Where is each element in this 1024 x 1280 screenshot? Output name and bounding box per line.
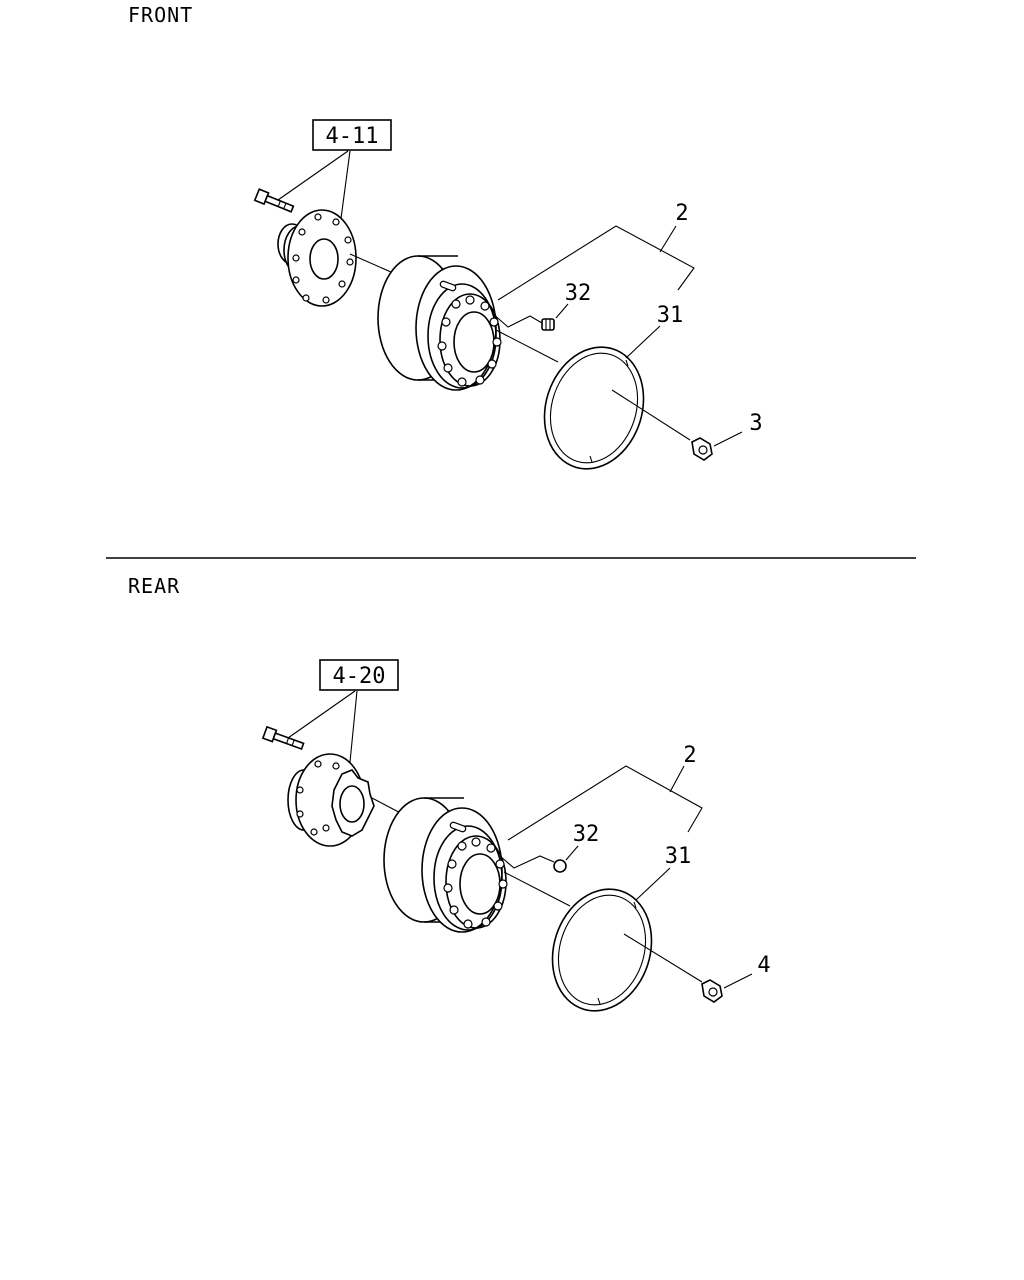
- front-ref-box-label: 4-11: [326, 124, 379, 149]
- rear-axis-line-nut: [623, 933, 703, 983]
- front-valve: [541, 318, 555, 331]
- rear-ref-box[interactable]: 4-20: [319, 659, 399, 691]
- front-section: FRONT 4-11: [128, 3, 763, 470]
- rear-nut: [701, 979, 723, 1003]
- rear-ref-leader-hub: [349, 690, 358, 763]
- rear-axis-line-ring: [503, 871, 571, 907]
- front-ref-leader-bolt: [277, 150, 349, 201]
- rear-callout-2-bracket: [507, 765, 703, 841]
- front-ref-leader-hub: [339, 150, 351, 227]
- rear-valve: [553, 859, 567, 873]
- front-valve-leader-wheel: [491, 312, 543, 328]
- rear-hub-bolt: [261, 725, 305, 751]
- rear-valve-leader-wheel: [499, 855, 555, 869]
- front-nut: [691, 437, 713, 461]
- rear-callout-32[interactable]: 32: [573, 822, 600, 847]
- front-callout-2[interactable]: 2: [675, 201, 688, 226]
- rear-hub: [287, 753, 375, 847]
- rear-ring: [551, 888, 653, 1012]
- front-axis-line-nut: [611, 389, 691, 441]
- rear-callout-4-leader: [723, 973, 753, 989]
- front-callout-2-bracket: [497, 225, 695, 301]
- front-ref-box[interactable]: 4-11: [312, 119, 392, 151]
- front-callout-3[interactable]: 3: [749, 411, 762, 436]
- rear-callout-4[interactable]: 4: [757, 953, 770, 978]
- front-hub: [277, 209, 357, 307]
- rear-ref-box-label: 4-20: [333, 664, 386, 689]
- front-callout-2-leader: [659, 225, 677, 253]
- rear-callout-31-leader: [635, 867, 671, 901]
- rear-section: REAR 4-20: [128, 574, 771, 1012]
- rear-callout-2-leader: [669, 765, 685, 793]
- rear-callout-32-leader: [565, 845, 579, 861]
- rear-wheel: [383, 797, 508, 933]
- front-callout-31[interactable]: 31: [657, 303, 684, 328]
- rear-callout-2[interactable]: 2: [683, 743, 696, 768]
- front-callout-31-leader: [625, 325, 661, 359]
- rear-ref-leader-bolt: [287, 690, 356, 739]
- front-hub-bolt: [253, 188, 295, 213]
- front-wheel: [377, 255, 502, 391]
- front-callout-3-leader: [713, 431, 743, 447]
- front-callout-32-leader: [555, 303, 569, 319]
- rear-section-title: REAR: [128, 574, 180, 598]
- front-callout-32[interactable]: 32: [565, 281, 592, 306]
- front-section-title: FRONT: [128, 3, 193, 27]
- front-ring: [543, 346, 645, 470]
- front-axis-line-ring: [495, 329, 559, 363]
- rear-callout-31[interactable]: 31: [665, 844, 692, 869]
